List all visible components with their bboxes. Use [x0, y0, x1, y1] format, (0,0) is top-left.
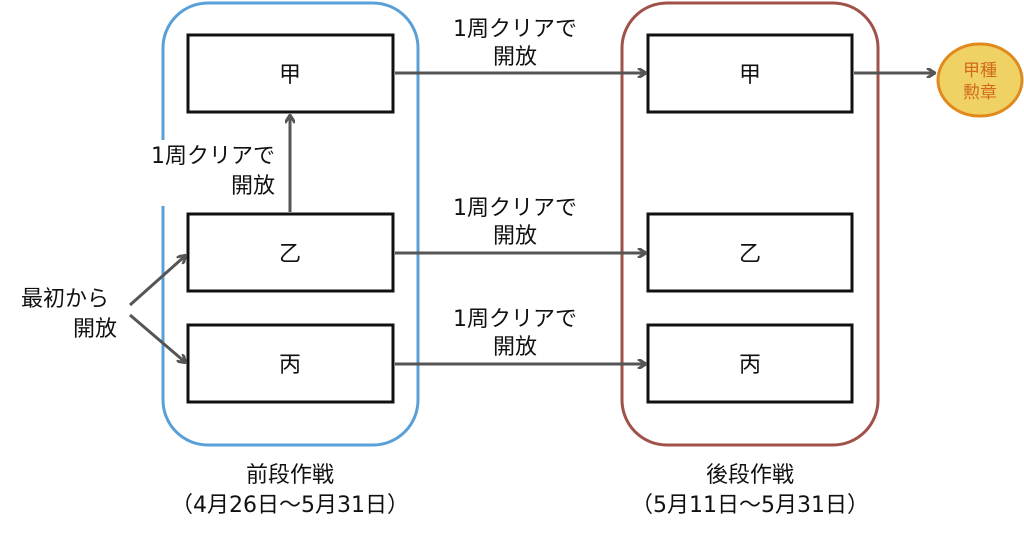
unlock-label-kou: 1周クリアで 開放 [453, 17, 577, 70]
stage-label: 甲 [739, 63, 761, 88]
unlock-label-hei: 1周クリアで 開放 [453, 307, 577, 360]
svg-text:甲種: 甲種 [963, 61, 997, 81]
stage-label: 乙 [739, 242, 761, 267]
stage-label: 丙 [279, 353, 301, 378]
svg-text:開放: 開放 [231, 174, 275, 199]
svg-text:（4月26日～5月31日）: （4月26日～5月31日） [171, 493, 409, 518]
svg-text:後段作戦: 後段作戦 [706, 463, 794, 488]
svg-text:開放: 開放 [493, 45, 537, 70]
arrow-initial-to-hei [129, 313, 185, 362]
second-phase-stage-otsu: 乙 [646, 212, 854, 293]
first-phase-caption: 前段作戦 （4月26日～5月31日） [171, 463, 409, 518]
stage-label: 甲 [279, 63, 301, 88]
stage-label: 丙 [739, 353, 761, 378]
second-phase-caption: 後段作戦 （5月11日～5月31日） [631, 463, 869, 518]
second-phase-container [620, 1, 880, 447]
unlock-label-otsu: 1周クリアで 開放 [453, 196, 577, 249]
svg-text:（5月11日～5月31日）: （5月11日～5月31日） [631, 493, 869, 518]
svg-text:1周クリアで: 1周クリアで [453, 307, 577, 332]
svg-text:1周クリアで: 1周クリアで [453, 17, 577, 42]
first-phase-container [161, 1, 420, 447]
svg-text:勲章: 勲章 [963, 83, 997, 103]
first-phase-stage-kou: 甲 [186, 33, 395, 114]
svg-text:1周クリアで: 1周クリアで [151, 144, 275, 169]
svg-text:開放: 開放 [73, 317, 117, 342]
medal-badge: 甲種 勲章 [936, 42, 1024, 118]
unlock-label-vertical: 1周クリアで 開放 [151, 144, 275, 199]
stage-label: 乙 [279, 242, 301, 267]
first-phase-stage-otsu: 乙 [186, 212, 395, 293]
svg-text:最初から: 最初から [21, 287, 109, 312]
svg-text:開放: 開放 [493, 224, 537, 249]
svg-text:1周クリアで: 1周クリアで [453, 196, 577, 221]
initial-unlock-label: 最初から 開放 [21, 287, 117, 342]
arrow-initial-to-otsu [129, 256, 185, 307]
first-phase-stage-hei: 丙 [186, 323, 395, 404]
svg-text:開放: 開放 [493, 335, 537, 360]
second-phase-stage-kou: 甲 [646, 33, 854, 114]
second-phase-stage-hei: 丙 [646, 323, 854, 404]
svg-text:前段作戦: 前段作戦 [246, 463, 334, 488]
